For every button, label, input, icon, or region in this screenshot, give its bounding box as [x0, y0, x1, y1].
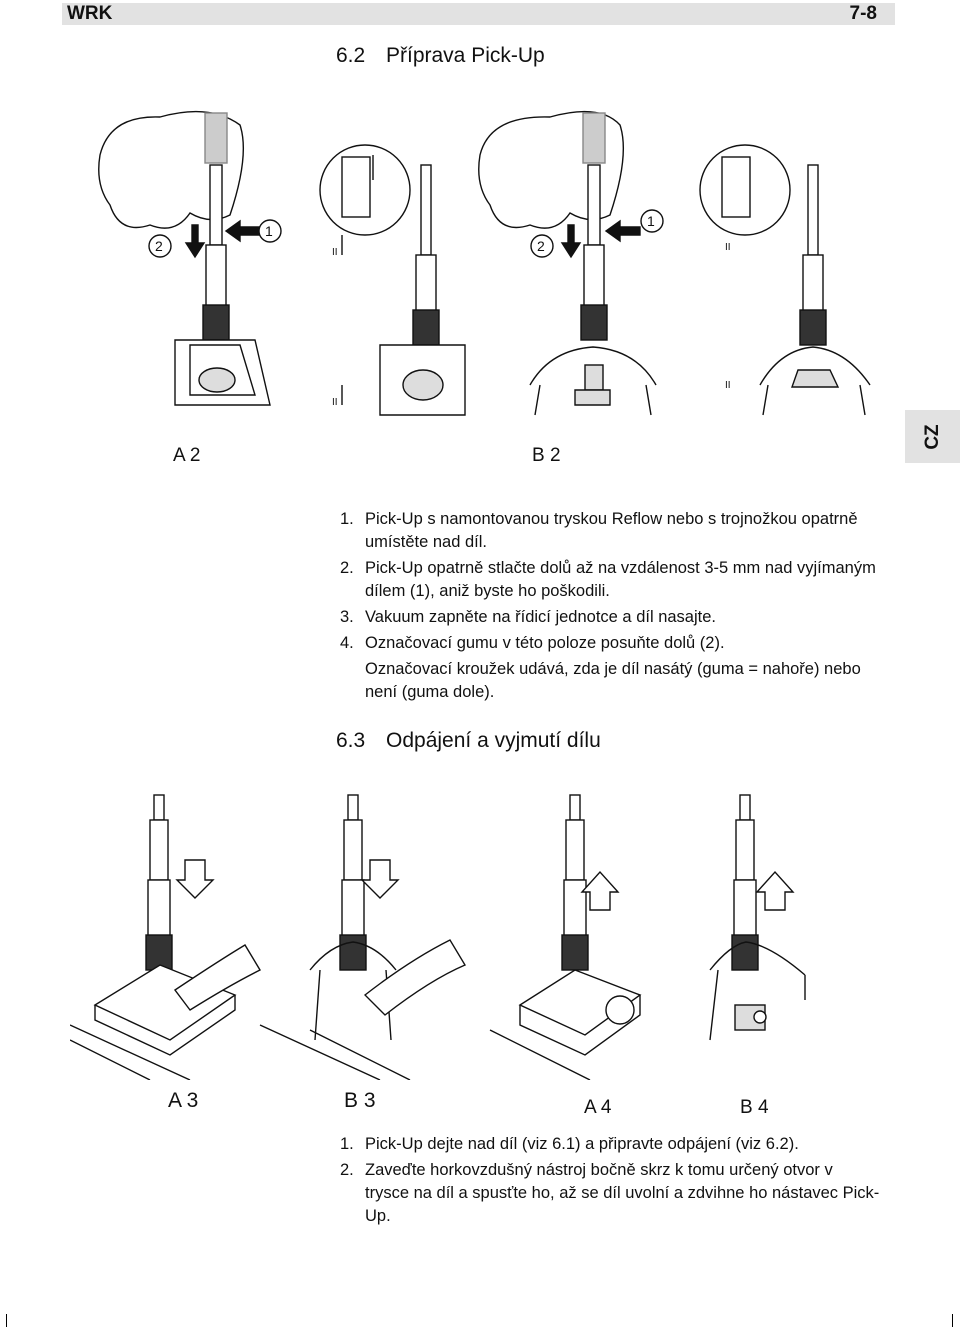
arrow-down-icon [560, 224, 582, 259]
step-text: Pick-Up dejte nad díl (viz 6.1) a připra… [365, 1135, 799, 1153]
step-number: 4. [340, 634, 354, 652]
desoldering-steps: 1. Pick-Up dejte nad díl (viz 6.1) a přip… [340, 1133, 880, 1231]
distance-mark: II [332, 397, 338, 408]
crop-mark [6, 1314, 7, 1327]
arrow-up-icon [755, 870, 795, 911]
page-header: WRK 7-8 [62, 3, 895, 25]
step-number: 1. [340, 510, 354, 528]
list-item: 1. Pick-Up s namontovanou tryskou Reflow … [340, 508, 880, 554]
language-code: CZ [921, 423, 943, 450]
figure-label-a4: A 4 [584, 1097, 612, 1118]
section-number: 6.2 [336, 44, 366, 67]
list-item: 3. Vakuum zapněte na řídicí jednotce a dí… [340, 606, 880, 629]
arrow-left-icon [224, 219, 261, 243]
distance-mark: II [725, 380, 731, 391]
crop-mark [952, 1314, 953, 1327]
section-title-6-2: 6.2 Příprava Pick-Up [336, 43, 545, 69]
list-item: 1. Pick-Up dejte nad díl (viz 6.1) a přip… [340, 1133, 880, 1156]
step-number: 3. [340, 608, 354, 626]
step-number: 2. [340, 559, 354, 577]
manual-title: WRK [67, 3, 113, 24]
list-item: 2. Zaveďte horkovzdušný nástroj bočně skr… [340, 1159, 880, 1228]
preparation-steps: 1. Pick-Up s namontovanou tryskou Reflow … [340, 508, 880, 658]
desoldering-illustration [70, 794, 806, 1080]
note-text: Označovací kroužek udává, zda je díl nas… [365, 660, 861, 701]
step-text: Pick-Up s namontovanou tryskou Reflow ne… [365, 510, 858, 551]
callout-2: 2 [155, 238, 163, 254]
language-tab: CZ [905, 410, 960, 463]
callout-2: 2 [537, 238, 545, 254]
step-text: Zaveďte horkovzdušný nástroj bočně skrz … [365, 1161, 880, 1225]
page-number: 7-8 [849, 3, 877, 24]
distance-mark: II [332, 247, 338, 258]
pickup-preparation-illustration: 2 1 II II 2 1 II II [98, 110, 871, 416]
section-number: 6.3 [336, 729, 366, 752]
callout-1: 1 [265, 223, 273, 239]
figure-label-a2: A 2 [173, 445, 201, 466]
arrow-down-icon [175, 859, 215, 899]
step-text: Pick-Up opatrně stlačte dolů až na vzdál… [365, 559, 876, 600]
section-heading: Příprava Pick-Up [386, 44, 545, 67]
arrow-up-icon [580, 870, 620, 911]
list-item: 2. Pick-Up opatrně stlačte dolů až na vzd… [340, 557, 880, 603]
section-title-6-3: 6.3 Odpájení a vyjmutí dílu [336, 728, 601, 754]
figure-label-b3: B 3 [344, 1089, 376, 1112]
arrow-left-icon [604, 219, 641, 243]
section-heading: Odpájení a vyjmutí dílu [386, 729, 601, 752]
figure-label-a3: A 3 [168, 1089, 199, 1112]
list-item: 4. Označovací gumu v této poloze posuňte … [340, 632, 880, 655]
step-text: Vakuum zapněte na řídicí jednotce a díl … [365, 608, 716, 626]
step-number: 2. [340, 1161, 354, 1179]
distance-mark: II [725, 242, 731, 253]
arrow-down-icon [360, 859, 400, 899]
step-text: Označovací gumu v této poloze posuňte do… [365, 634, 725, 652]
step-number: 1. [340, 1135, 354, 1153]
figure-label-b4: B 4 [740, 1097, 769, 1118]
callout-1: 1 [647, 213, 655, 229]
figure-label-b2: B 2 [532, 445, 561, 466]
arrow-down-icon [184, 224, 206, 259]
